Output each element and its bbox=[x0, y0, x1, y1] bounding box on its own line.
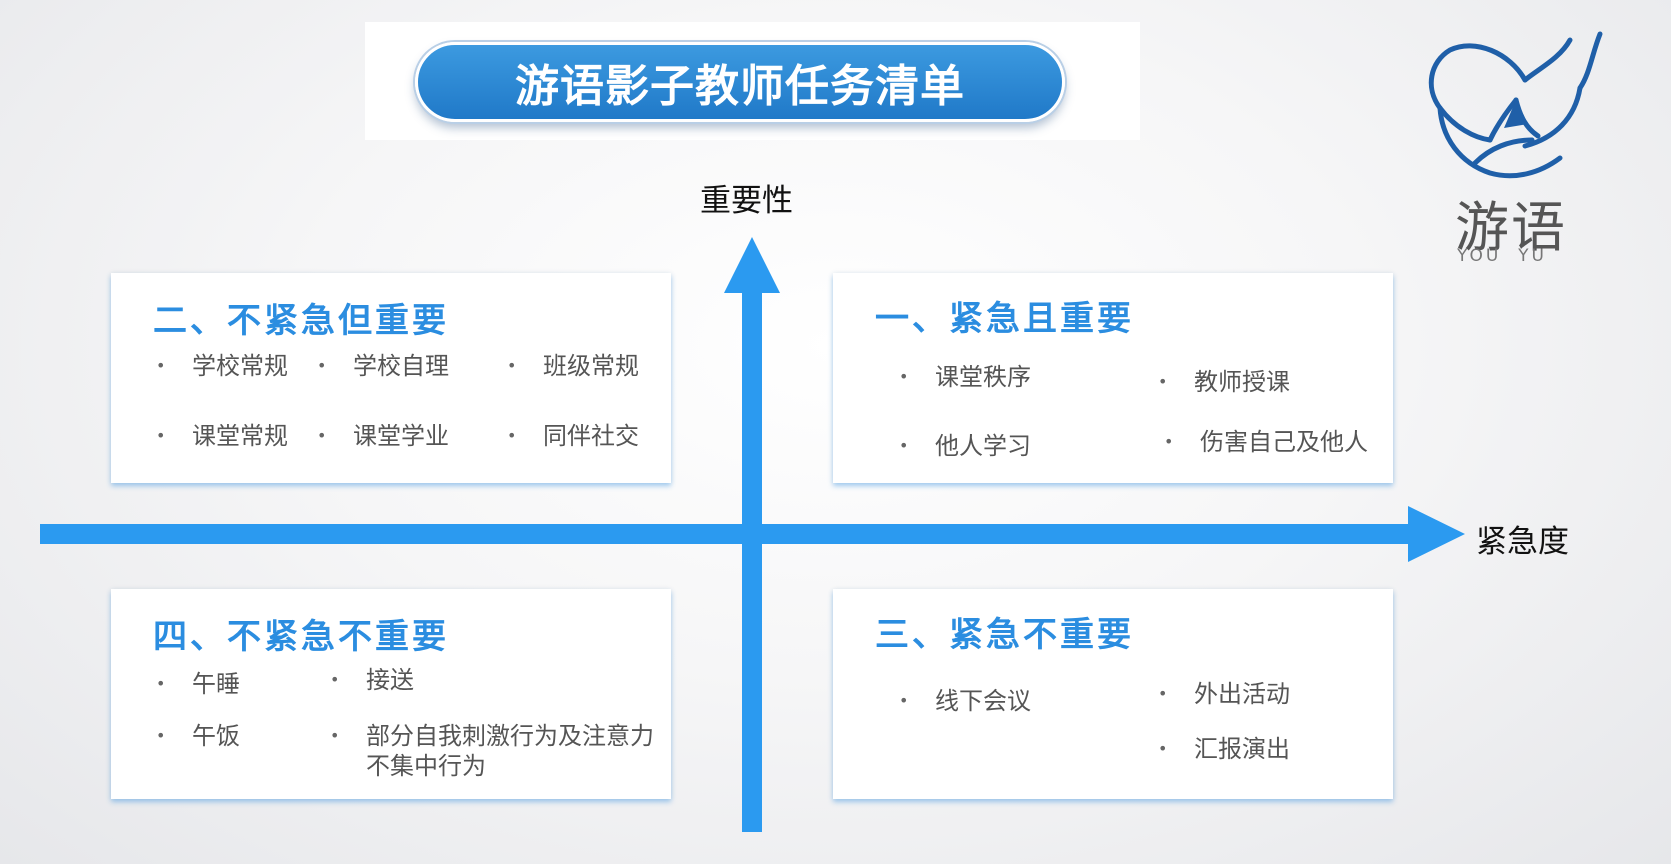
title-pill: 游语影子教师任务清单 bbox=[415, 42, 1065, 122]
list-item: •教师授课 bbox=[1158, 368, 1290, 396]
x-axis-bar bbox=[40, 524, 1415, 544]
y-axis-arrowhead bbox=[724, 237, 780, 293]
y-axis-label: 重要性 bbox=[700, 183, 793, 219]
list-item: •课堂常规 bbox=[156, 422, 288, 450]
list-item: •课堂秩序 bbox=[899, 363, 1031, 391]
quadrant-title: 四、不紧急不重要 bbox=[153, 617, 449, 657]
quadrant-not-urgent-important: 二、不紧急但重要 •学校常规 •学校自理 •班级常规 •课堂常规 •课堂学业 •… bbox=[111, 273, 671, 483]
x-axis-arrowhead bbox=[1408, 506, 1465, 562]
list-item: •汇报演出 bbox=[1158, 735, 1290, 763]
list-item: •同伴社交 bbox=[507, 422, 639, 450]
list-item: •课堂学业 bbox=[317, 422, 449, 450]
list-item: •学校自理 bbox=[317, 352, 449, 380]
list-item: •外出活动 bbox=[1158, 680, 1290, 708]
quadrant-not-urgent-not-important: 四、不紧急不重要 •午睡 •接送 •午饭 •部分自我刺激行为及注意力不集中行为 bbox=[111, 589, 671, 799]
list-item: •学校常规 bbox=[156, 352, 288, 380]
list-item: •午饭 bbox=[156, 722, 240, 750]
quadrant-urgent-not-important: 三、紧急不重要 •线下会议 •外出活动 •汇报演出 bbox=[833, 589, 1393, 799]
x-axis-label: 紧急度 bbox=[1476, 524, 1569, 560]
list-item: •班级常规 bbox=[507, 352, 639, 380]
y-axis-bar bbox=[742, 285, 762, 832]
quadrant-title: 三、紧急不重要 bbox=[875, 615, 1134, 655]
logo-subtext: YOU YU bbox=[1457, 246, 1547, 266]
quadrant-title: 一、紧急且重要 bbox=[875, 299, 1134, 339]
list-item: •午睡 bbox=[156, 670, 240, 698]
list-item: •部分自我刺激行为及注意力不集中行为 bbox=[330, 722, 654, 780]
list-item: •线下会议 bbox=[899, 687, 1031, 715]
quadrant-urgent-important: 一、紧急且重要 •课堂秩序 •教师授课 •他人学习 •伤害自己及他人 bbox=[833, 273, 1393, 483]
logo-text: 游语 bbox=[1455, 196, 1567, 259]
list-item: •他人学习 bbox=[899, 432, 1031, 460]
list-item: •接送 bbox=[330, 666, 414, 694]
page-title: 游语影子教师任务清单 bbox=[515, 61, 965, 112]
list-item: •伤害自己及他人 bbox=[1164, 428, 1368, 456]
whale-logo-icon bbox=[1428, 31, 1603, 179]
quadrant-title: 二、不紧急但重要 bbox=[153, 301, 449, 341]
